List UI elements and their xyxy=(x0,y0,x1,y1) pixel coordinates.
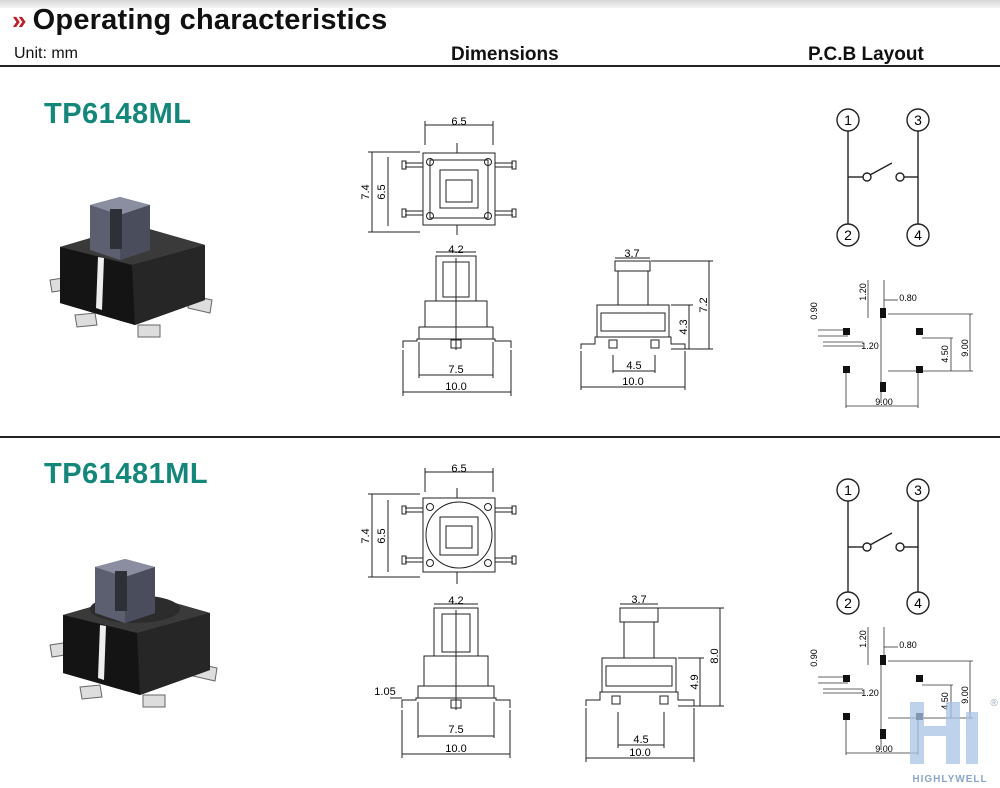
dim-top-height-inner-1: 6.5 xyxy=(376,184,388,199)
pcb-dim-c-1: 0.90 xyxy=(809,302,819,320)
pcb-dim-d-1: 1.20 xyxy=(861,341,879,351)
pcb-dim-a-1: 1.20 xyxy=(858,283,868,301)
dim-side-h1-1: 4.3 xyxy=(678,319,690,334)
dim-side-top-1: 3.7 xyxy=(624,248,639,260)
dimensions-header: Dimensions xyxy=(451,44,559,65)
dim-top-height-outer-2: 7.4 xyxy=(360,528,372,543)
switch-schematic-1: 1 3 2 4 xyxy=(836,108,930,247)
dim-front-left-2: 1.05 xyxy=(374,686,395,698)
pcb-dim-a-2: 1.20 xyxy=(858,630,868,648)
dim-front-mid-2: 7.5 xyxy=(448,724,463,736)
pcb-dim-f-1: 9.00 xyxy=(960,339,970,357)
product-image-1 xyxy=(49,197,213,338)
dim-side-base-2: 10.0 xyxy=(629,747,650,759)
pcb-dim-e-1: 4.50 xyxy=(940,345,950,363)
pcb-pad-layout-2: 1.20 0.80 0.90 1.20 4.50 9.00 9.00 xyxy=(809,627,973,755)
pcb-dim-g-2: 9.00 xyxy=(875,744,893,754)
unit-label: Unit: mm xyxy=(14,45,78,62)
pcb-dim-b-1: 0.80 xyxy=(899,293,917,303)
pin-label-4: 4 xyxy=(914,227,922,243)
pin-label-2: 2 xyxy=(844,227,852,243)
dim-side-top-2: 3.7 xyxy=(631,594,646,606)
side-view-drawing-1: 3.7 4.3 7.2 4.5 10.0 xyxy=(580,248,713,390)
header-bar xyxy=(0,0,1000,8)
pin-label-4b: 4 xyxy=(914,595,922,611)
watermark-reg-mark: ® xyxy=(990,698,998,709)
dim-front-base-1: 10.0 xyxy=(445,381,466,393)
top-view-drawing-1: 6.5 7.4 6.5 xyxy=(360,116,517,235)
pcb-dim-d-2: 1.20 xyxy=(861,688,879,698)
highlywell-watermark-logo: ® HIGHLYWELL xyxy=(910,698,998,785)
pcb-pad-layout-1: 1.20 0.80 0.90 1.20 4.50 9.00 9.00 xyxy=(809,280,973,408)
pcb-layout-header: P.C.B Layout xyxy=(808,44,924,65)
pcb-dim-g-1: 9.00 xyxy=(875,397,893,407)
dim-front-mid-1: 7.5 xyxy=(448,364,463,376)
dim-side-h1-2: 4.9 xyxy=(689,674,701,689)
pin-label-1b: 1 xyxy=(844,482,852,498)
watermark-brand: HIGHLYWELL xyxy=(912,774,987,785)
front-view-drawing-2: 4.2 1.05 7.5 10.0 xyxy=(374,595,511,758)
dim-top-height-inner-2: 6.5 xyxy=(376,528,388,543)
top-view-drawing-2: 6.5 7.4 6.5 xyxy=(360,463,517,584)
model-name-1: TP6148ML xyxy=(44,98,192,130)
header-divider xyxy=(0,65,1000,67)
dim-front-top-1: 4.2 xyxy=(448,244,463,256)
dim-top-height-outer-1: 7.4 xyxy=(360,184,372,199)
pcb-dim-c-2: 0.90 xyxy=(809,649,819,667)
pin-label-3: 3 xyxy=(914,112,922,128)
product-image-2 xyxy=(49,559,218,708)
pcb-dim-e-2: 4.50 xyxy=(940,692,950,710)
section-divider xyxy=(0,436,1000,438)
dim-front-top-2: 4.2 xyxy=(448,595,463,607)
pcb-dim-f-2: 9.00 xyxy=(960,686,970,704)
title-text: Operating characteristics xyxy=(32,4,388,36)
front-view-drawing-1: 4.2 7.5 10.0 xyxy=(402,244,512,396)
side-view-drawing-2: 3.7 4.9 8.0 4.5 10.0 xyxy=(585,594,724,762)
switch-schematic-2: 1 3 2 4 xyxy=(836,478,930,615)
dim-front-base-2: 10.0 xyxy=(445,743,466,755)
pcb-dim-b-2: 0.80 xyxy=(899,640,917,650)
pin-label-1: 1 xyxy=(844,112,852,128)
dim-side-h2-2: 8.0 xyxy=(709,648,721,663)
pin-label-3b: 3 xyxy=(914,482,922,498)
model-name-2: TP61481ML xyxy=(44,458,209,490)
dim-top-width-2: 6.5 xyxy=(451,463,466,475)
dim-side-base-1: 10.0 xyxy=(622,376,643,388)
pin-label-2b: 2 xyxy=(844,595,852,611)
page-title: »Operating characteristics xyxy=(12,4,387,37)
title-chevron: » xyxy=(12,5,27,35)
dim-top-width-1: 6.5 xyxy=(451,116,466,128)
dim-side-h2-1: 7.2 xyxy=(698,297,710,312)
dim-side-mid-1: 4.5 xyxy=(626,360,641,372)
dim-side-mid-2: 4.5 xyxy=(633,734,648,746)
